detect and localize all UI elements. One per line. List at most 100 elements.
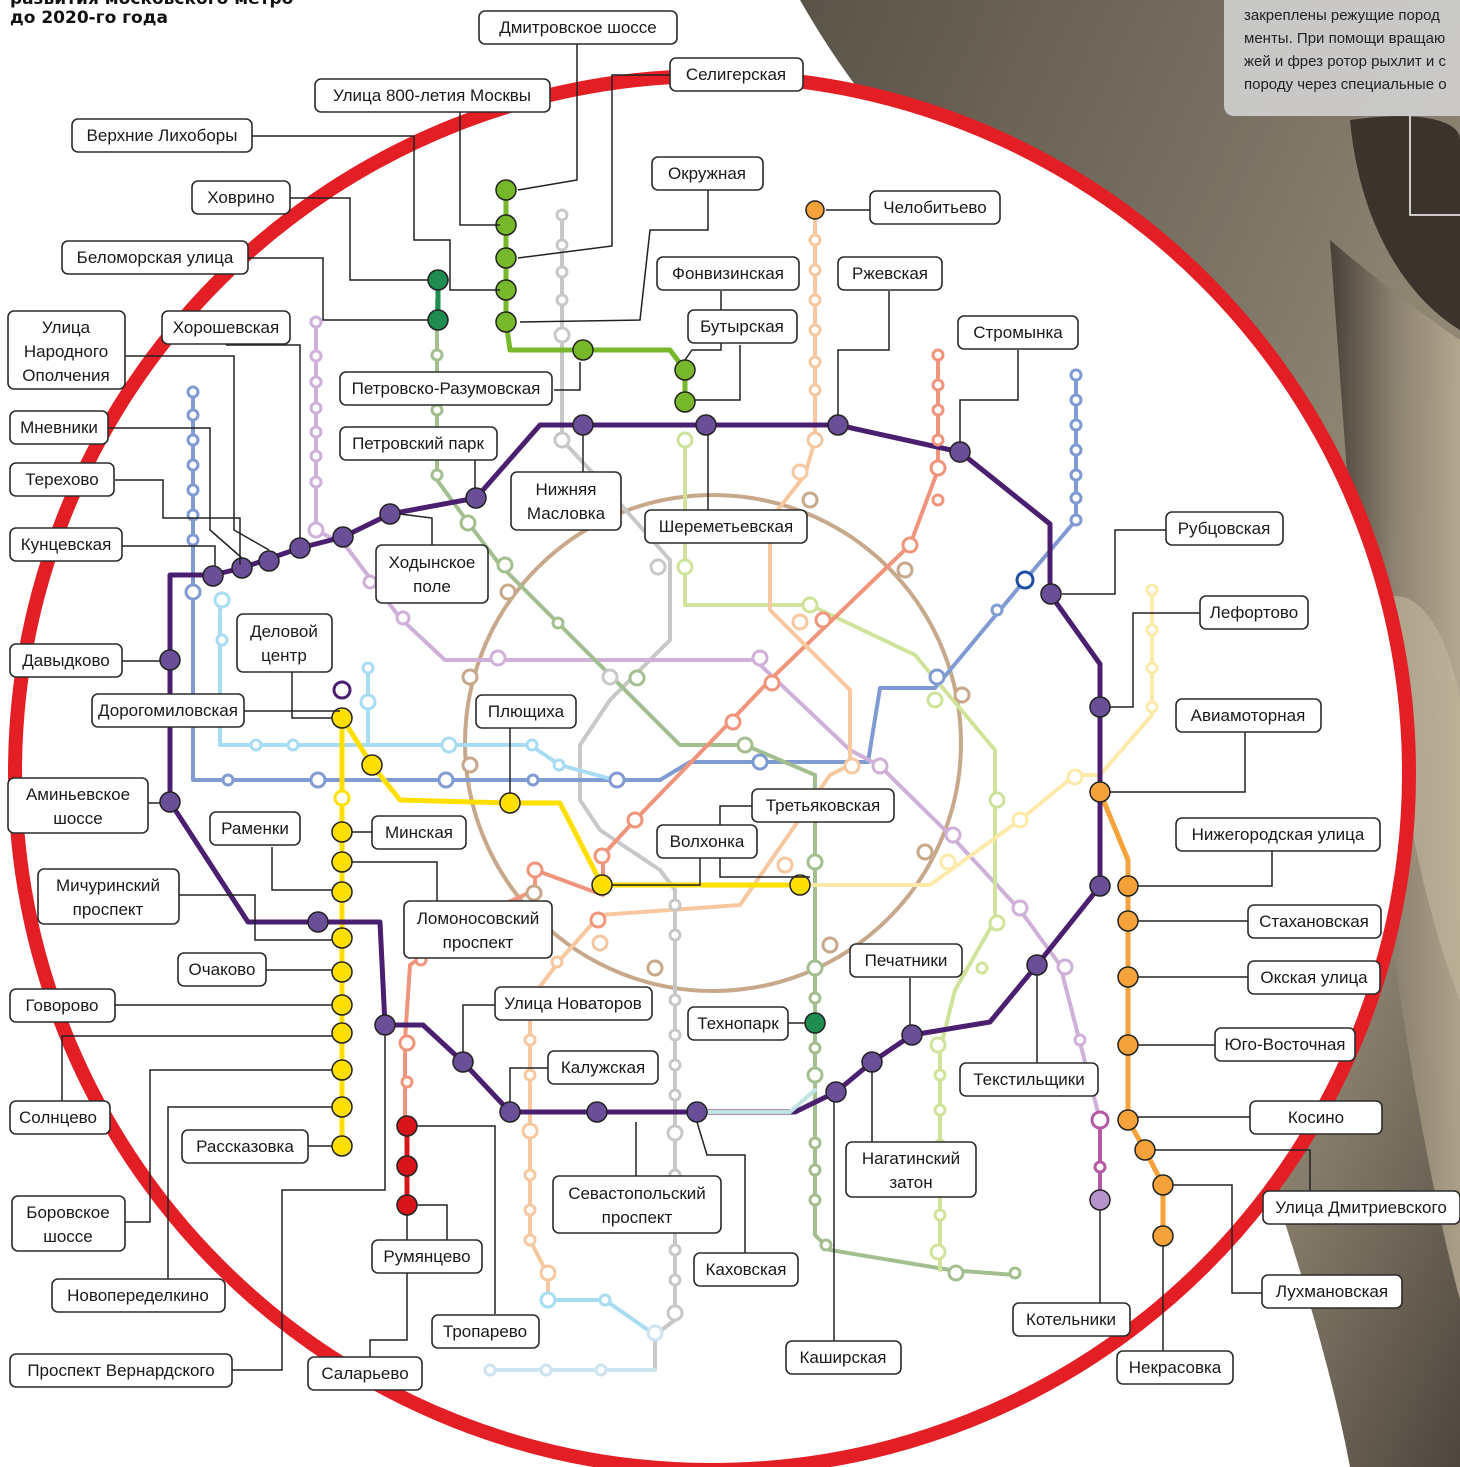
label-khoroshevskaya[interactable]: Хорошевская (161, 310, 291, 345)
label-ul-dmitrievskogo[interactable]: Улица Дмитриевского (1262, 1190, 1460, 1225)
label-kosino[interactable]: Косино (1249, 1100, 1383, 1135)
label-dorogomilovskaya[interactable]: Дорогомиловская (91, 693, 245, 728)
label-novoperedelkino[interactable]: Новопеределкино (51, 1278, 226, 1313)
station-dot[interactable] (825, 1081, 847, 1103)
label-mnevniki[interactable]: Мневники (9, 410, 109, 445)
label-terekhovo[interactable]: Терехово (9, 462, 115, 497)
station-dot[interactable] (331, 1059, 353, 1081)
label-troparevo[interactable]: Тропарево (431, 1314, 540, 1349)
station-dot[interactable] (495, 247, 517, 269)
station-dot[interactable] (331, 851, 353, 873)
label-vernadskogo[interactable]: Проспект Вернардского (9, 1353, 233, 1388)
station-dot[interactable] (674, 391, 696, 413)
label-rzhevskaya[interactable]: Ржевская (837, 256, 943, 291)
station-dot[interactable] (586, 1101, 608, 1123)
station-dot[interactable] (332, 526, 354, 548)
label-seligerskaya[interactable]: Селигерская (669, 57, 804, 92)
label-lukhmanovskaya[interactable]: Лухмановская (1261, 1274, 1403, 1309)
station-dot[interactable] (159, 649, 181, 671)
station-dot[interactable] (695, 414, 717, 436)
label-petrovsko-razumovskaya[interactable]: Петровско-Разумовская (339, 371, 553, 406)
station-dot[interactable] (804, 1012, 826, 1034)
label-ramenki[interactable]: Раменки (209, 811, 301, 846)
label-volkhonka[interactable]: Волхонка (656, 824, 758, 859)
station-dot[interactable] (1089, 1189, 1111, 1211)
label-tretyakovskaya[interactable]: Третьяковская (751, 788, 895, 823)
station-dot[interactable] (361, 754, 383, 776)
label-okruzhnaya[interactable]: Окружная (651, 156, 764, 191)
label-kashirskaya[interactable]: Каширская (785, 1340, 902, 1375)
station-dot[interactable] (1117, 875, 1139, 897)
label-petrovsky-park[interactable]: Петровский парк (339, 426, 498, 461)
station-dot[interactable] (427, 269, 449, 291)
label-aviamotornaya[interactable]: Авиамоторная (1175, 698, 1322, 733)
station-dot[interactable] (1117, 1109, 1139, 1131)
label-stromynka[interactable]: Стромынка (957, 315, 1079, 350)
station-dot[interactable] (674, 359, 696, 381)
station-dot[interactable] (1117, 1034, 1139, 1056)
station-dot[interactable] (1117, 966, 1139, 988)
station-dot[interactable] (465, 487, 487, 509)
station-dot[interactable] (572, 339, 594, 361)
label-stakhanovskaya[interactable]: Стахановская (1247, 904, 1382, 939)
station-dot[interactable] (452, 1051, 474, 1073)
label-salaryevo[interactable]: Саларьево (307, 1356, 423, 1391)
station-dot[interactable] (159, 791, 181, 813)
station-dot[interactable] (331, 821, 353, 843)
station-dot[interactable] (374, 1014, 396, 1036)
station-dot[interactable] (396, 1115, 418, 1137)
station-dot[interactable] (202, 565, 224, 587)
station-dot[interactable] (1089, 696, 1111, 718)
station-dot[interactable] (1152, 1174, 1174, 1196)
label-okskaya[interactable]: Окская улица (1247, 960, 1381, 995)
station-dot[interactable] (861, 1051, 883, 1073)
station-dot[interactable] (901, 1024, 923, 1046)
station-dot[interactable] (499, 1101, 521, 1123)
station-dot[interactable] (379, 503, 401, 525)
station-dot[interactable] (1117, 910, 1139, 932)
label-nizhegorodskaya[interactable]: Нижегородская улица (1175, 817, 1381, 852)
label-butyrskaya[interactable]: Бутырская (687, 309, 798, 344)
station-dot[interactable] (827, 414, 849, 436)
station-dot[interactable] (396, 1194, 418, 1216)
station-dot[interactable] (331, 927, 353, 949)
label-davydkovo[interactable]: Давыдково (9, 643, 123, 678)
label-belomorskaya[interactable]: Беломорская улица (61, 240, 249, 275)
label-rumyantsevo[interactable]: Румянцево (371, 1239, 483, 1274)
station-dot[interactable] (331, 994, 353, 1016)
station-dot[interactable] (499, 792, 521, 814)
station-dot[interactable] (331, 1022, 353, 1044)
station-dot[interactable] (396, 1155, 418, 1177)
label-plyushchikha[interactable]: Плющиха (475, 694, 577, 729)
station-dot[interactable] (258, 550, 280, 572)
label-rubtsovskaya[interactable]: Рубцовская (1165, 511, 1284, 546)
station-dot[interactable] (495, 179, 517, 201)
station-dot[interactable] (1089, 875, 1111, 897)
label-kotelniki[interactable]: Котельники (1012, 1302, 1131, 1337)
label-chelobityevo[interactable]: Челобитьево (869, 190, 1001, 225)
label-kakhovskaya[interactable]: Каховская (693, 1252, 799, 1287)
station-dot[interactable] (686, 1101, 708, 1123)
label-kuntsevskaya[interactable]: Кунцевская (9, 527, 123, 562)
station-dot[interactable] (289, 537, 311, 559)
label-tekstilshchiki[interactable]: Текстильщики (959, 1062, 1099, 1097)
station-dot[interactable] (1026, 954, 1048, 976)
label-ul-novatorov[interactable]: Улица Новаторов (494, 986, 653, 1021)
station-dot[interactable] (331, 1096, 353, 1118)
label-govorovo[interactable]: Говорово (9, 988, 116, 1023)
label-sheremetyevskaya[interactable]: Шереметьевская (644, 509, 808, 544)
label-verkhnie-likhobory[interactable]: Верхние Лихоборы (71, 118, 253, 153)
station-dot[interactable] (331, 1135, 353, 1157)
label-ul800[interactable]: Улица 800-летия Москвы (314, 78, 551, 113)
station-dot[interactable] (789, 874, 811, 896)
label-dmitrovskoe[interactable]: Дмитровское шоссе (478, 10, 678, 45)
label-tekhnopark[interactable]: Технопарк (687, 1006, 789, 1041)
station-dot[interactable] (1134, 1139, 1156, 1161)
station-dot[interactable] (307, 911, 329, 933)
